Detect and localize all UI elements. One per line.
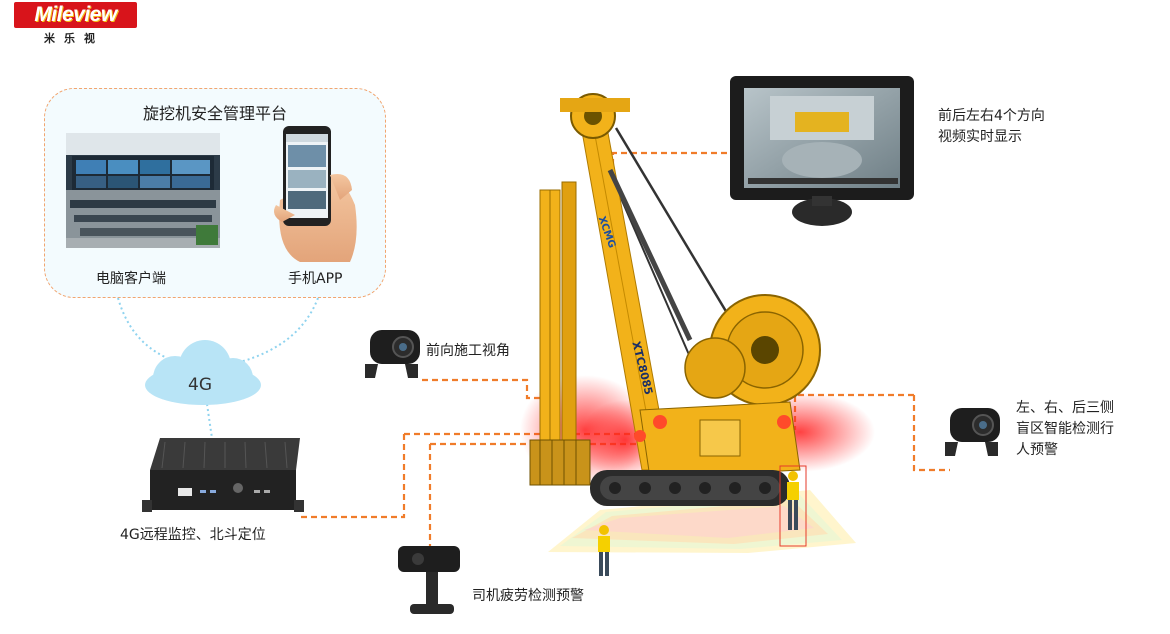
monitor-label-line2: 视频实时显示 <box>938 129 1022 145</box>
mobile-app-label: 手机APP <box>288 271 343 287</box>
monitor-label-line1: 前后左右4个方向 <box>938 108 1045 124</box>
worker-figure-side <box>787 471 799 530</box>
logo-subtitle: 米乐视 <box>44 32 104 45</box>
fatigue-camera-label: 司机疲劳检测预警 <box>472 588 584 604</box>
app-link-line <box>239 297 319 363</box>
side-camera-label: 左、右、后三侧 盲区智能检测行 人预警 <box>1016 398 1114 461</box>
phone-in-hand-image <box>274 126 357 262</box>
cloud-label: 4G <box>188 375 212 395</box>
side-camera-label-line2: 盲区智能检测行 <box>1016 421 1114 437</box>
side-camera-label-line3: 人预警 <box>1016 442 1058 458</box>
drilling-rig-image <box>529 93 821 547</box>
cloud-dvr-line <box>206 403 213 439</box>
side-camera-image <box>945 408 1000 456</box>
control-room-image <box>66 133 220 248</box>
logo-text: Mileview <box>34 3 117 26</box>
monitor-label: 前后左右4个方向 视频实时显示 <box>938 106 1045 148</box>
dvr-label: 4G远程监控、北斗定位 <box>120 527 266 543</box>
cloud-icon <box>145 340 261 405</box>
worker-figure-front <box>598 525 610 576</box>
pc-link-line <box>117 297 166 358</box>
fatigue-camera-image <box>398 546 460 614</box>
monitor-device-image <box>730 76 914 226</box>
pc-client-label: 电脑客户端 <box>96 271 166 287</box>
side-camera-label-line1: 左、右、后三侧 <box>1016 400 1114 416</box>
dvr-device-image <box>142 438 304 512</box>
front-camera-label: 前向施工视角 <box>426 343 510 359</box>
brand-logo: Mileview <box>14 2 137 28</box>
platform-title: 旋挖机安全管理平台 <box>142 104 287 123</box>
front-camera-image <box>365 330 420 378</box>
